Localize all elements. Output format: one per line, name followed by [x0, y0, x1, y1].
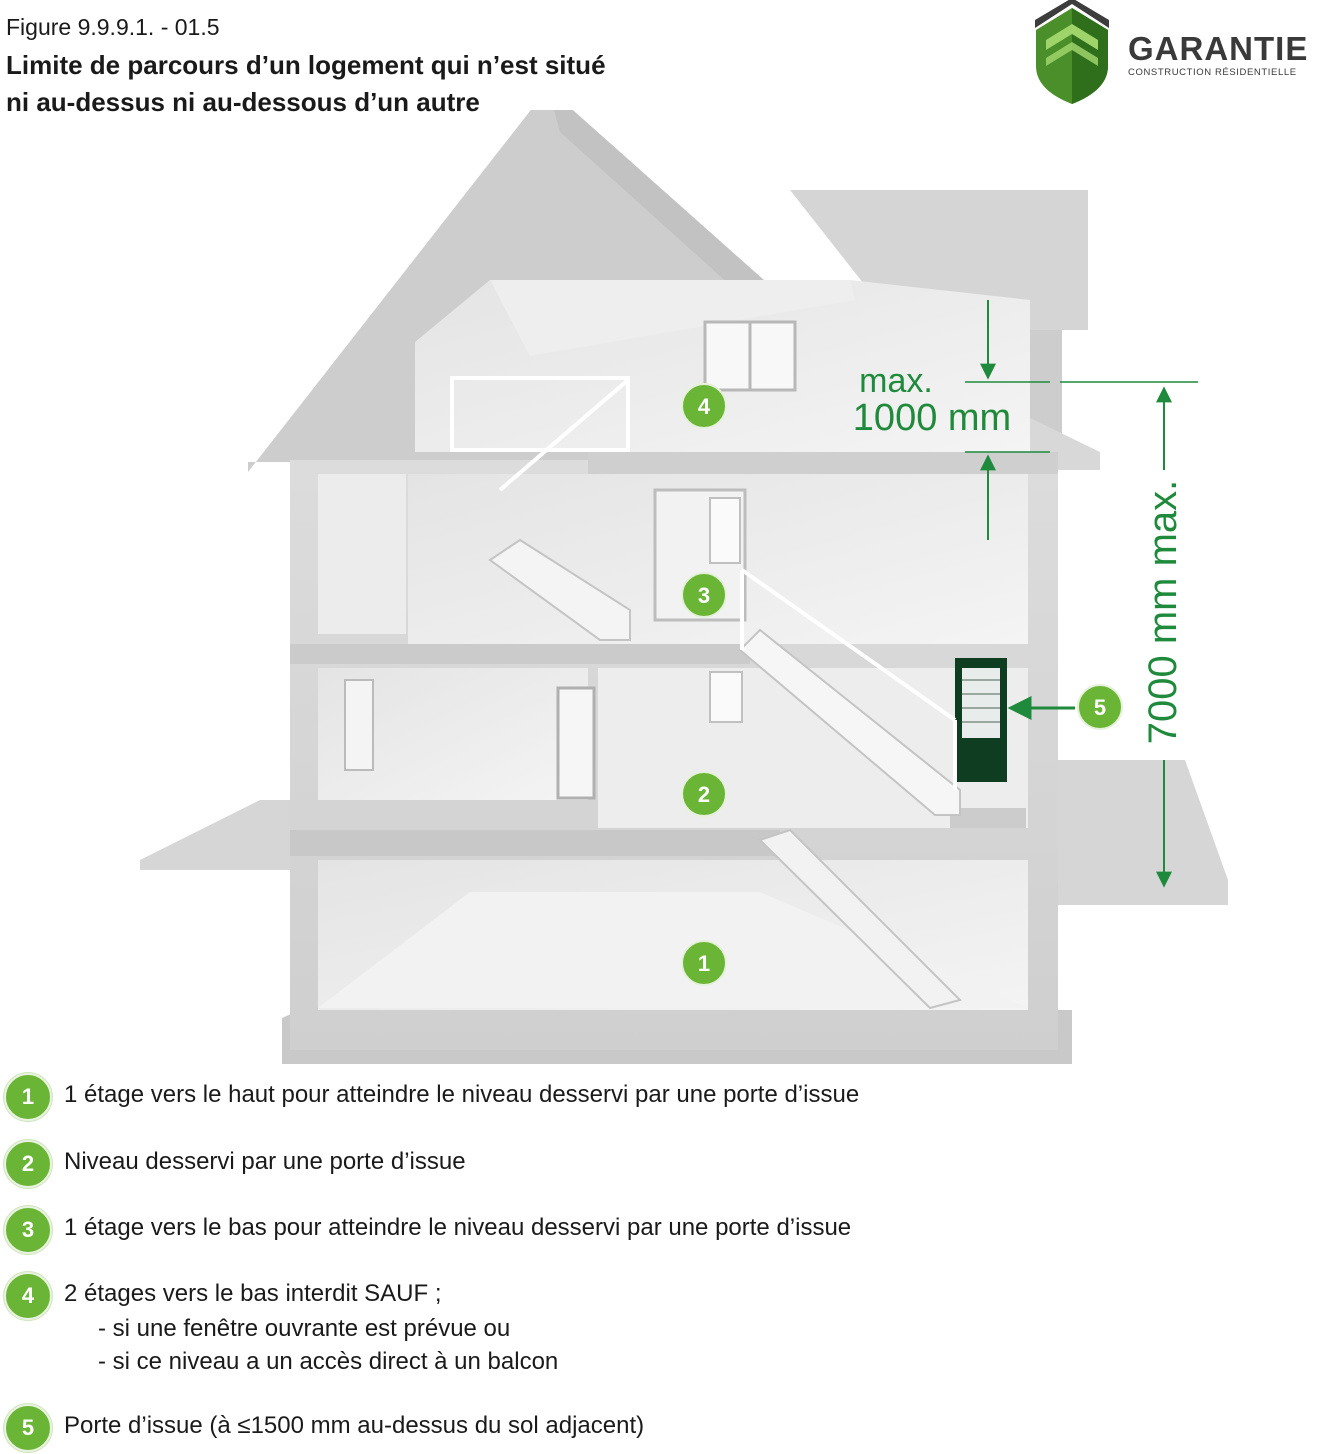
svg-text:1: 1 — [698, 951, 710, 976]
legend-text: Niveau desservi par une porte d’issue — [64, 1148, 466, 1175]
legend-text: Porte d’issue (à ≤1500 mm au-dessus du s… — [64, 1412, 645, 1439]
legend-badge: 1 — [4, 1073, 52, 1121]
floor2-landing — [950, 808, 1026, 828]
floor3-left-room — [318, 474, 406, 634]
legend-badge: 4 — [4, 1272, 52, 1320]
basement-floor — [318, 892, 1028, 1008]
logo-name: GARANTIE — [1128, 30, 1309, 67]
floor2-left-window — [344, 679, 374, 771]
dimension-top-label-1: max. — [859, 362, 933, 400]
marker-4: 4 — [681, 383, 727, 429]
legend-text: 1 étage vers le bas pour atteindre le ni… — [64, 1214, 852, 1241]
figure-title-line1: Limite de parcours d’un logement qui n’e… — [6, 50, 606, 80]
attic-floor — [588, 452, 1058, 474]
legend-text: 1 étage vers le haut pour atteindre le n… — [64, 1081, 860, 1108]
dimension-side-label: 7000 mm max. — [1141, 480, 1185, 745]
marker-3: 3 — [681, 572, 727, 618]
svg-text:3: 3 — [698, 583, 710, 608]
attic-stair — [488, 538, 631, 641]
attic-railing — [450, 376, 630, 452]
legend-item-4-sub-2: - si ce niveau a un accès direct à un ba… — [98, 1348, 559, 1375]
legend-text: 2 étages vers le bas interdit SAUF ; — [64, 1280, 442, 1307]
attic-ceiling — [490, 280, 855, 356]
figure-title-line2: ni au-dessus ni au-dessous d’un autre — [6, 87, 480, 117]
floor2-french-door — [556, 686, 596, 800]
marker-5: 5 — [1077, 684, 1123, 730]
legend-item-4-sub-1: - si une fenêtre ouvrante est prévue ou — [98, 1315, 511, 1342]
floor2-slab — [290, 830, 780, 856]
svg-text:2: 2 — [698, 782, 710, 807]
floor3-slab — [290, 644, 750, 664]
left-ground-slab — [140, 800, 330, 870]
marker-1: 1 — [681, 940, 727, 986]
dimension-top-label-2: 1000 mm — [853, 397, 1011, 439]
svg-text:4: 4 — [698, 394, 711, 419]
legend-badge: 5 — [4, 1404, 52, 1452]
rear-roof — [790, 190, 1088, 330]
marker-2: 2 — [681, 771, 727, 817]
main-stair-upper — [738, 628, 961, 816]
house-shield-icon — [1035, 0, 1109, 104]
roof-face-shade — [554, 110, 820, 330]
logo-subtitle: CONSTRUCTION RÉSIDENTIELLE — [1128, 67, 1297, 78]
svg-text:5: 5 — [1094, 695, 1106, 720]
legend-badge: 3 — [4, 1206, 52, 1254]
main-stair-lower — [758, 828, 962, 1010]
garantie-logo: GARANTIE CONSTRUCTION RÉSIDENTIELLE — [1030, 0, 1320, 110]
legend-badge: 2 — [4, 1140, 52, 1188]
right-balcony-slab — [1055, 760, 1228, 905]
floor2-window — [709, 671, 743, 723]
house-cutaway-diagram: max. 1000 mm 7000 mm max. 4 3 2 1 5 — [140, 110, 1228, 1064]
figure-number: Figure 9.9.9.1. - 01.5 — [6, 14, 220, 40]
